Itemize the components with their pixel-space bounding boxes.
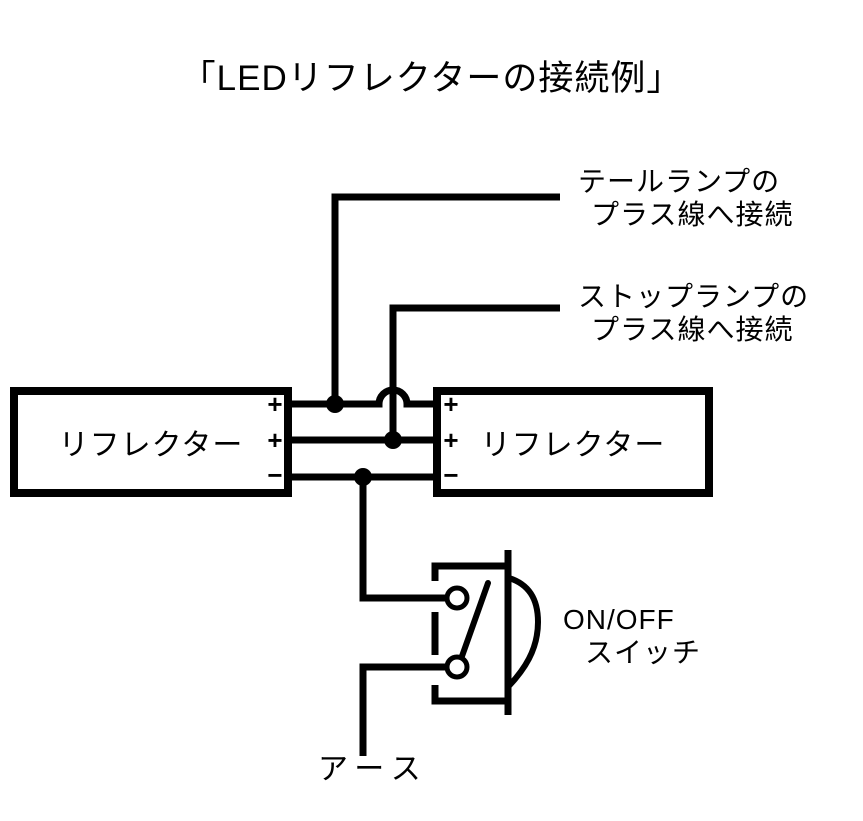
reflector-box-right: リフレクター: [433, 387, 713, 497]
terminal-left-plus-middle: +: [267, 425, 283, 455]
switch-body-top: [431, 562, 507, 581]
switch-contact-upper: [444, 585, 470, 611]
switch-contact-lower: [444, 654, 470, 680]
wire-ground: [359, 663, 448, 756]
switch-label-line1: ON/OFF: [563, 604, 675, 635]
junction-dot-tail: [326, 395, 344, 413]
terminal-right-plus-middle: +: [443, 425, 459, 455]
switch-label-line2: スイッチ: [585, 637, 702, 668]
wire-positive-top: [292, 386, 437, 408]
tail-lamp-label-line2: プラス線へ接続: [591, 199, 794, 230]
switch-label: ON/OFF スイッチ: [563, 603, 701, 669]
reflector-right-label: リフレクター: [480, 429, 666, 462]
tail-lamp-label-line1: テールランプの: [578, 166, 781, 197]
reflector-left-label: リフレクター: [58, 429, 244, 462]
switch-lever: [458, 580, 491, 662]
junction-dot-stop: [384, 431, 402, 449]
terminal-left-plus-top: +: [267, 389, 283, 419]
wire-switch-feed: [359, 477, 448, 602]
terminal-right-minus: −: [443, 460, 459, 490]
wire-stop-lamp: [389, 304, 560, 440]
wire-tail-lamp: [331, 193, 560, 404]
terminal-left-minus: −: [267, 460, 283, 490]
junction-dot-ground: [354, 468, 372, 486]
ground-label: アース: [318, 753, 429, 786]
stop-lamp-label: ストップランプの プラス線へ接続: [578, 280, 809, 346]
terminal-right-plus-top: +: [443, 389, 459, 419]
page-title: 「LEDリフレクターの接続例」: [180, 59, 683, 98]
switch-rocker-curve: [505, 575, 542, 690]
switch-body-bottom: [431, 685, 507, 705]
tail-lamp-label: テールランプの プラス線へ接続: [578, 165, 793, 231]
stop-lamp-label-line1: ストップランプの: [578, 281, 810, 312]
stop-lamp-label-line2: プラス線へ接続: [591, 314, 794, 345]
reflector-box-left: リフレクター: [10, 387, 292, 497]
